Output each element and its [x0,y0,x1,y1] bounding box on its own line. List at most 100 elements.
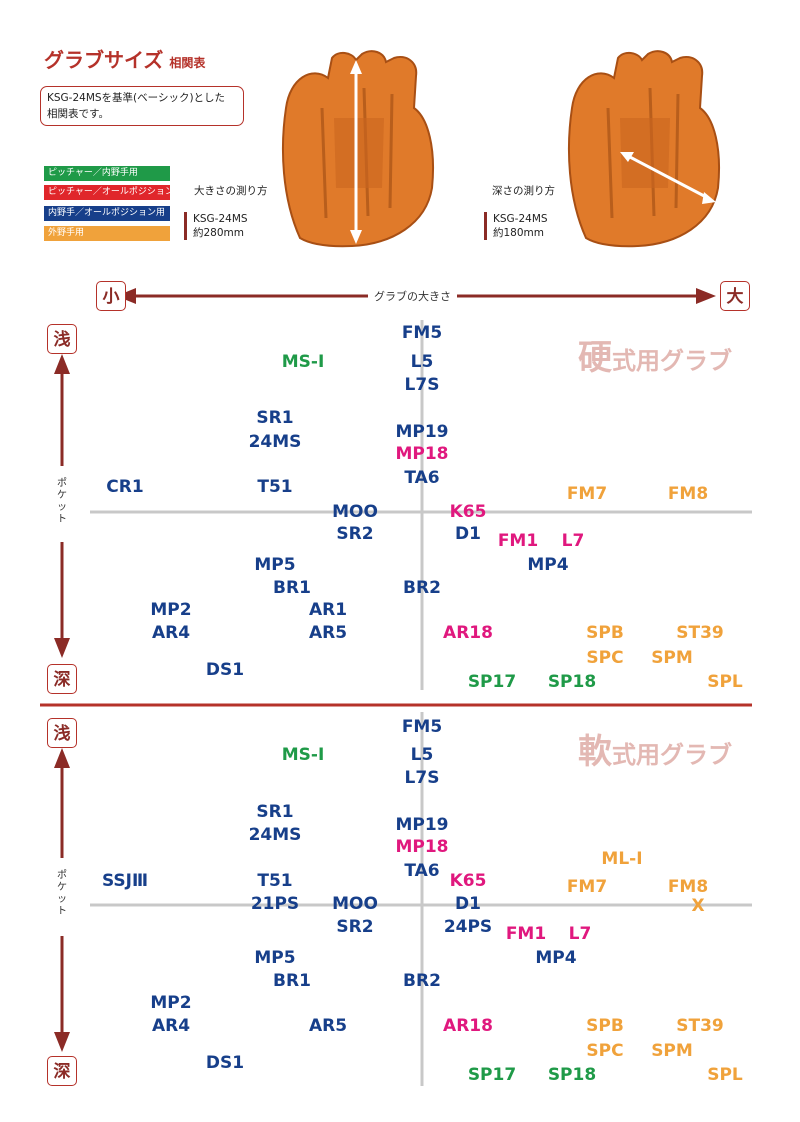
model-label-ar4: AR4 [151,623,191,643]
model-label-l5: L5 [410,352,434,372]
model-label-24ps: 24PS [443,917,493,937]
model-label-t51: T51 [257,477,293,497]
measure-size-model: KSG-24MS [193,213,248,225]
model-label-spc: SPC [586,648,624,668]
pocket-arrow-2-down [54,1032,70,1052]
model-label-sp17: SP17 [467,1065,517,1085]
model-label-l7: L7 [568,924,592,944]
measure-depth-value: 約180mm [493,227,544,239]
glove-size-illustration [281,50,435,248]
model-label-ms-i: MS-I [281,352,325,372]
model-label-d1: D1 [455,524,481,544]
model-label-br2: BR2 [403,578,441,598]
model-label-d1: D1 [455,894,481,914]
model-label-ds1: DS1 [205,1053,245,1073]
model-label-mp18: MP18 [395,837,449,857]
page-title: グラブサイズ相関表 [44,44,205,73]
size-small-box: 小 [96,281,126,311]
model-label-ar5: AR5 [308,623,348,643]
model-label-ta6: TA6 [404,861,440,881]
model-label-sr2: SR2 [336,524,374,544]
model-label-fm1: FM1 [497,531,539,551]
size-arrow-left [116,288,136,304]
model-label-spc: SPC [586,1041,624,1061]
legend-item-outfield: 外野手用 [44,226,170,241]
model-label-st39: ST39 [676,623,724,643]
model-label-fm7: FM7 [566,484,608,504]
model-label-spl: SPL [707,672,743,692]
model-label-mp18: MP18 [395,444,449,464]
model-label-l7s: L7S [404,375,440,395]
model-label-mp4: MP4 [527,555,569,575]
model-label-ms-i: MS-I [281,745,325,765]
shallow-box-2: 浅 [47,718,77,748]
description-box: KSG-24MSを基準(ベーシック)とした 相関表です。 [40,86,244,126]
deep-box-1: 深 [47,664,77,694]
model-label-mp5: MP5 [254,948,296,968]
size-axis-label: グラブの大きさ [368,288,457,304]
model-label-fm8: FM8 [667,877,709,897]
legend-item-pitcher-infield: ピッチャー／内野手用 [44,166,170,181]
deep-box-2: 深 [47,1056,77,1086]
model-label-k65: K65 [449,871,487,891]
page-title-sub: 相関表 [169,56,206,70]
model-label-mp19: MP19 [395,422,449,442]
description-line-1: KSG-24MSを基準(ベーシック)とした [47,92,226,104]
model-label-sr2: SR2 [336,917,374,937]
measure-depth-model: KSG-24MS [493,213,548,225]
model-label-ta6: TA6 [404,468,440,488]
model-label-21ps: 21PS [250,894,300,914]
description-line-2: 相関表です。 [47,108,109,120]
model-label-sr1: SR1 [256,802,294,822]
measure-depth-label: 深さの測り方 [488,180,559,201]
measure-size-label: 大きさの測り方 [190,180,272,201]
model-label-sr1: SR1 [256,408,294,428]
model-label-ar1: AR1 [308,600,348,620]
model-label-24ms: 24MS [248,825,302,845]
pocket-arrow-1-down [54,638,70,658]
section-title-soft: 軟式用グラブ [578,724,732,773]
size-arrow-right [696,288,716,304]
model-label-ar5: AR5 [308,1016,348,1036]
model-label-ds1: DS1 [205,660,245,680]
model-label-st39: ST39 [676,1016,724,1036]
model-label-ar4: AR4 [151,1016,191,1036]
model-label-l5: L5 [410,745,434,765]
model-label-ar18: AR18 [443,1016,493,1036]
model-label-br1: BR1 [273,971,311,991]
pocket-arrow-2-up [54,748,70,768]
model-label-mp5: MP5 [254,555,296,575]
legend-item-pitcher-all: ピッチャー／オールポジション用 [44,185,170,200]
model-label-sp17: SP17 [467,672,517,692]
section-title-soft-rest: 式用グラブ [612,741,732,769]
pocket-label-2: ポケット [55,870,69,918]
model-label-sp18: SP18 [547,1065,597,1085]
model-label-24ms: 24MS [248,432,302,452]
model-label-mp19: MP19 [395,815,449,835]
measure-size-value: 約280mm [193,227,244,239]
model-label-fm8: FM8 [667,484,709,504]
model-label-k65: K65 [449,502,487,522]
model-label-l7: L7 [561,531,585,551]
pocket-label-1: ポケット [55,478,69,526]
size-large-box: 大 [720,281,750,311]
model-label-spb: SPB [586,1016,624,1036]
model-label-spl: SPL [707,1065,743,1085]
model-label-cr1: CR1 [106,477,144,497]
model-label-br2: BR2 [403,971,441,991]
model-label-x: X [691,896,705,916]
section-title-hard-big: 硬 [578,338,612,378]
model-label-moo: MOO [332,894,378,914]
model-label-ar18: AR18 [443,623,493,643]
page-title-main: グラブサイズ [44,48,164,72]
legend-item-infield-all: 内野手／オールポジション用 [44,206,170,221]
model-label-l7s: L7S [404,768,440,788]
shallow-box-1: 浅 [47,324,77,354]
section-title-soft-big: 軟 [578,732,612,772]
model-label-t51: T51 [257,871,293,891]
model-label-sp18: SP18 [547,672,597,692]
measure-size-spec: KSG-24MS 約280mm [184,212,248,240]
model-label-fm5: FM5 [401,717,443,737]
model-label-mp2: MP2 [150,600,192,620]
model-label-fm5: FM5 [401,323,443,343]
